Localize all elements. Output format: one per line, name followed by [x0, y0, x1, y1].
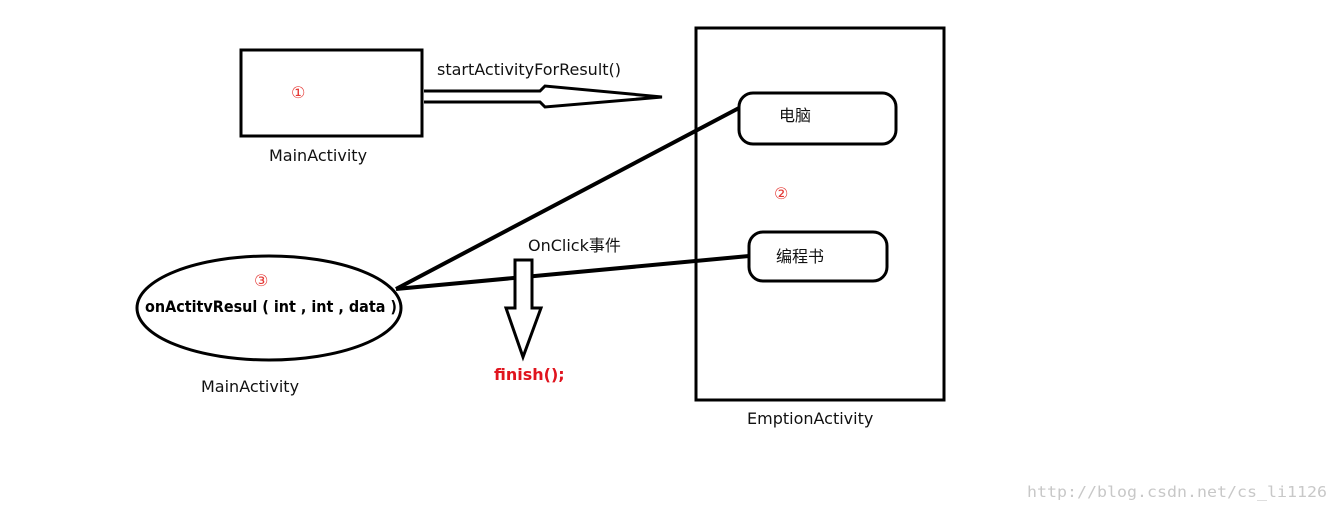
finish-call-label: finish();	[494, 365, 565, 384]
item-computer-label: 电脑	[779, 106, 811, 125]
on-result-ellipse	[135, 254, 403, 362]
main-activity-bottom-caption: MainActivity	[201, 377, 299, 396]
start-activity-label: startActivityForResult()	[437, 60, 621, 79]
main-activity-top-caption: MainActivity	[269, 146, 367, 165]
computer-result-line	[395, 106, 740, 291]
start-activity-arrow	[424, 84, 663, 109]
watermark-text: http://blog.csdn.net/cs_li1126	[1027, 483, 1327, 501]
step-2-marker: ②	[774, 184, 788, 203]
main-activity-box	[239, 48, 424, 138]
emption-activity-box	[694, 26, 946, 402]
emption-activity-caption: EmptionActivity	[747, 409, 873, 428]
onclick-event-label: OnClick事件	[528, 236, 621, 255]
on-result-label: onActitvResul ( int , int , data )	[145, 297, 397, 316]
finish-down-arrow	[503, 258, 544, 362]
item-programming-book-label: 编程书	[776, 247, 824, 266]
book-result-line	[395, 254, 750, 291]
step-1-marker: ①	[291, 83, 305, 102]
step-3-marker: ③	[254, 271, 268, 290]
item-computer-box	[737, 91, 898, 146]
